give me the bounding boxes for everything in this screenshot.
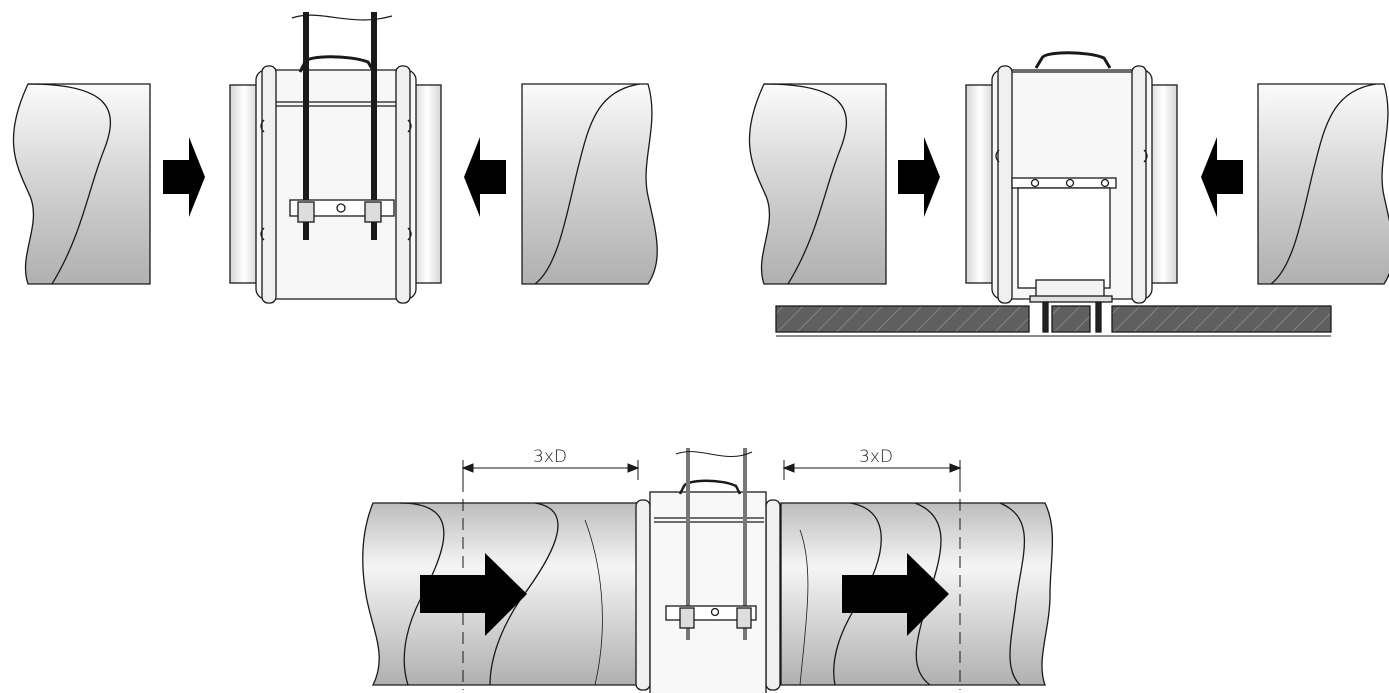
dimension-right bbox=[782, 460, 962, 480]
mounting-bracket-icon bbox=[289, 199, 395, 223]
handle-icon bbox=[678, 479, 742, 495]
duct-segment-bottom-left bbox=[362, 480, 641, 690]
arrow-left-icon bbox=[1201, 137, 1243, 217]
top-left-scene bbox=[12, 12, 658, 304]
arrow-right-icon bbox=[163, 137, 205, 217]
fan-unit-bottom bbox=[635, 448, 781, 693]
floor-slab bbox=[775, 305, 1332, 337]
fan-unit-top-right bbox=[965, 51, 1178, 333]
duct-segment-bottom-right bbox=[780, 480, 1054, 690]
arrow-right-icon bbox=[898, 137, 940, 217]
arrow-right-icon bbox=[420, 553, 527, 636]
duct-segment-top-right-b bbox=[1257, 83, 1389, 285]
mounting-bracket-icon bbox=[665, 605, 757, 629]
handle-icon bbox=[1034, 51, 1112, 69]
duct-segment-top-left-b bbox=[521, 83, 658, 285]
dimension-left bbox=[461, 460, 640, 480]
top-right-scene bbox=[748, 51, 1389, 337]
bottom-scene: 3xD 3xD bbox=[362, 447, 1054, 693]
arrow-left-icon bbox=[464, 137, 506, 217]
duct-segment-top-left-a bbox=[12, 83, 151, 285]
arrow-right-icon bbox=[842, 553, 949, 636]
fan-unit-top-left bbox=[229, 12, 442, 304]
duct-segment-top-right-a bbox=[748, 83, 887, 285]
dimension-label-left: 3xD bbox=[533, 447, 567, 467]
dimension-label-right: 3xD bbox=[859, 447, 893, 467]
